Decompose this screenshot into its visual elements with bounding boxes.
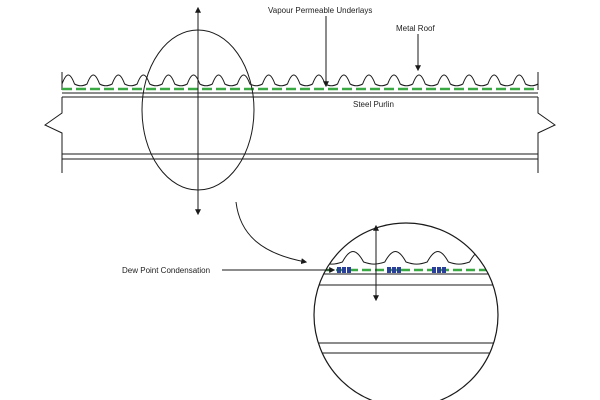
dew-point-condensation-label: Dew Point Condensation bbox=[122, 266, 211, 275]
condensation-droplet bbox=[337, 267, 341, 273]
condensation-droplets bbox=[337, 267, 446, 273]
metal-roof-label: Metal Roof bbox=[396, 24, 435, 33]
zoom-curved-arrow bbox=[235, 201, 308, 265]
main-roof-section bbox=[44, 72, 556, 173]
condensation-droplet bbox=[392, 267, 396, 273]
condensation-droplet bbox=[397, 267, 401, 273]
condensation-droplet bbox=[437, 267, 441, 273]
steel-purlin-label: Steel Purlin bbox=[353, 100, 394, 109]
condensation-droplet bbox=[442, 267, 446, 273]
magnified-metal-roof-sheet bbox=[314, 251, 498, 265]
condensation-droplet bbox=[387, 267, 391, 273]
magnified-detail bbox=[313, 222, 499, 400]
vapour-permeable-underlays-label: Vapour Permeable Underlays bbox=[268, 6, 373, 15]
condensation-droplet bbox=[432, 267, 436, 273]
metal-roof-sheet bbox=[61, 74, 539, 87]
purlin-break-right bbox=[537, 97, 556, 173]
condensation-droplet bbox=[342, 267, 346, 273]
magnifier-circle bbox=[313, 222, 499, 400]
purlin-break-left bbox=[44, 97, 63, 173]
condensation-droplet bbox=[347, 267, 351, 273]
